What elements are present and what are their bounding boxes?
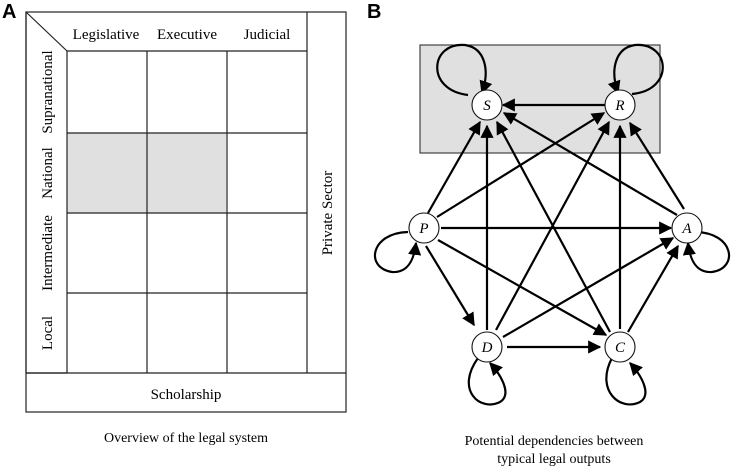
edge-A-R: [629, 121, 685, 210]
node-S: S: [471, 89, 503, 121]
scholarship-label: Scholarship: [151, 387, 222, 403]
corner-diagonal-bottom: [26, 373, 67, 412]
row-supranational: Supranational: [40, 50, 56, 133]
edge-C-S: [496, 120, 611, 333]
row-local: Local: [40, 316, 56, 350]
panel-a-caption: Overview of the legal system: [104, 431, 268, 446]
edge-D-A: [502, 237, 675, 338]
edge-P-D: [425, 245, 475, 327]
loop-R: [607, 43, 664, 96]
node-P: P: [408, 212, 440, 244]
node-D-label: D: [481, 340, 493, 356]
column-judicial: Judicial: [244, 27, 291, 43]
node-R-label: R: [614, 98, 624, 114]
node-D: D: [471, 331, 503, 363]
panel-b-caption-line1: Potential dependencies between: [465, 434, 644, 449]
panel-a-letter: A: [2, 1, 16, 23]
edge-C-A: [627, 244, 679, 333]
column-executive: Executive: [157, 27, 217, 43]
node-R: R: [604, 89, 636, 121]
node-A-label: A: [681, 221, 692, 237]
loop-S: [436, 43, 493, 97]
row-national: National: [40, 147, 56, 199]
panel-b-caption-line2: typical legal outputs: [497, 452, 611, 467]
node-C-label: C: [615, 340, 626, 356]
loop-D: [467, 357, 507, 406]
panel-b-letter: B: [367, 1, 381, 23]
column-legislative: Legislative: [73, 27, 140, 43]
loop-C: [605, 357, 647, 406]
edge-P-S: [427, 120, 481, 214]
private-sector-label: Private Sector: [320, 171, 336, 256]
edge-P-C: [437, 239, 608, 336]
loop-A: [682, 230, 730, 274]
edge-A-S: [502, 112, 678, 216]
loop-P: [374, 230, 422, 274]
node-S-label: S: [483, 98, 491, 114]
node-A: A: [671, 212, 703, 244]
row-intermediate: Intermediate: [40, 215, 56, 291]
node-P-label: P: [418, 221, 428, 237]
corner-diagonal: [25, 11, 68, 52]
node-C: C: [604, 331, 636, 363]
